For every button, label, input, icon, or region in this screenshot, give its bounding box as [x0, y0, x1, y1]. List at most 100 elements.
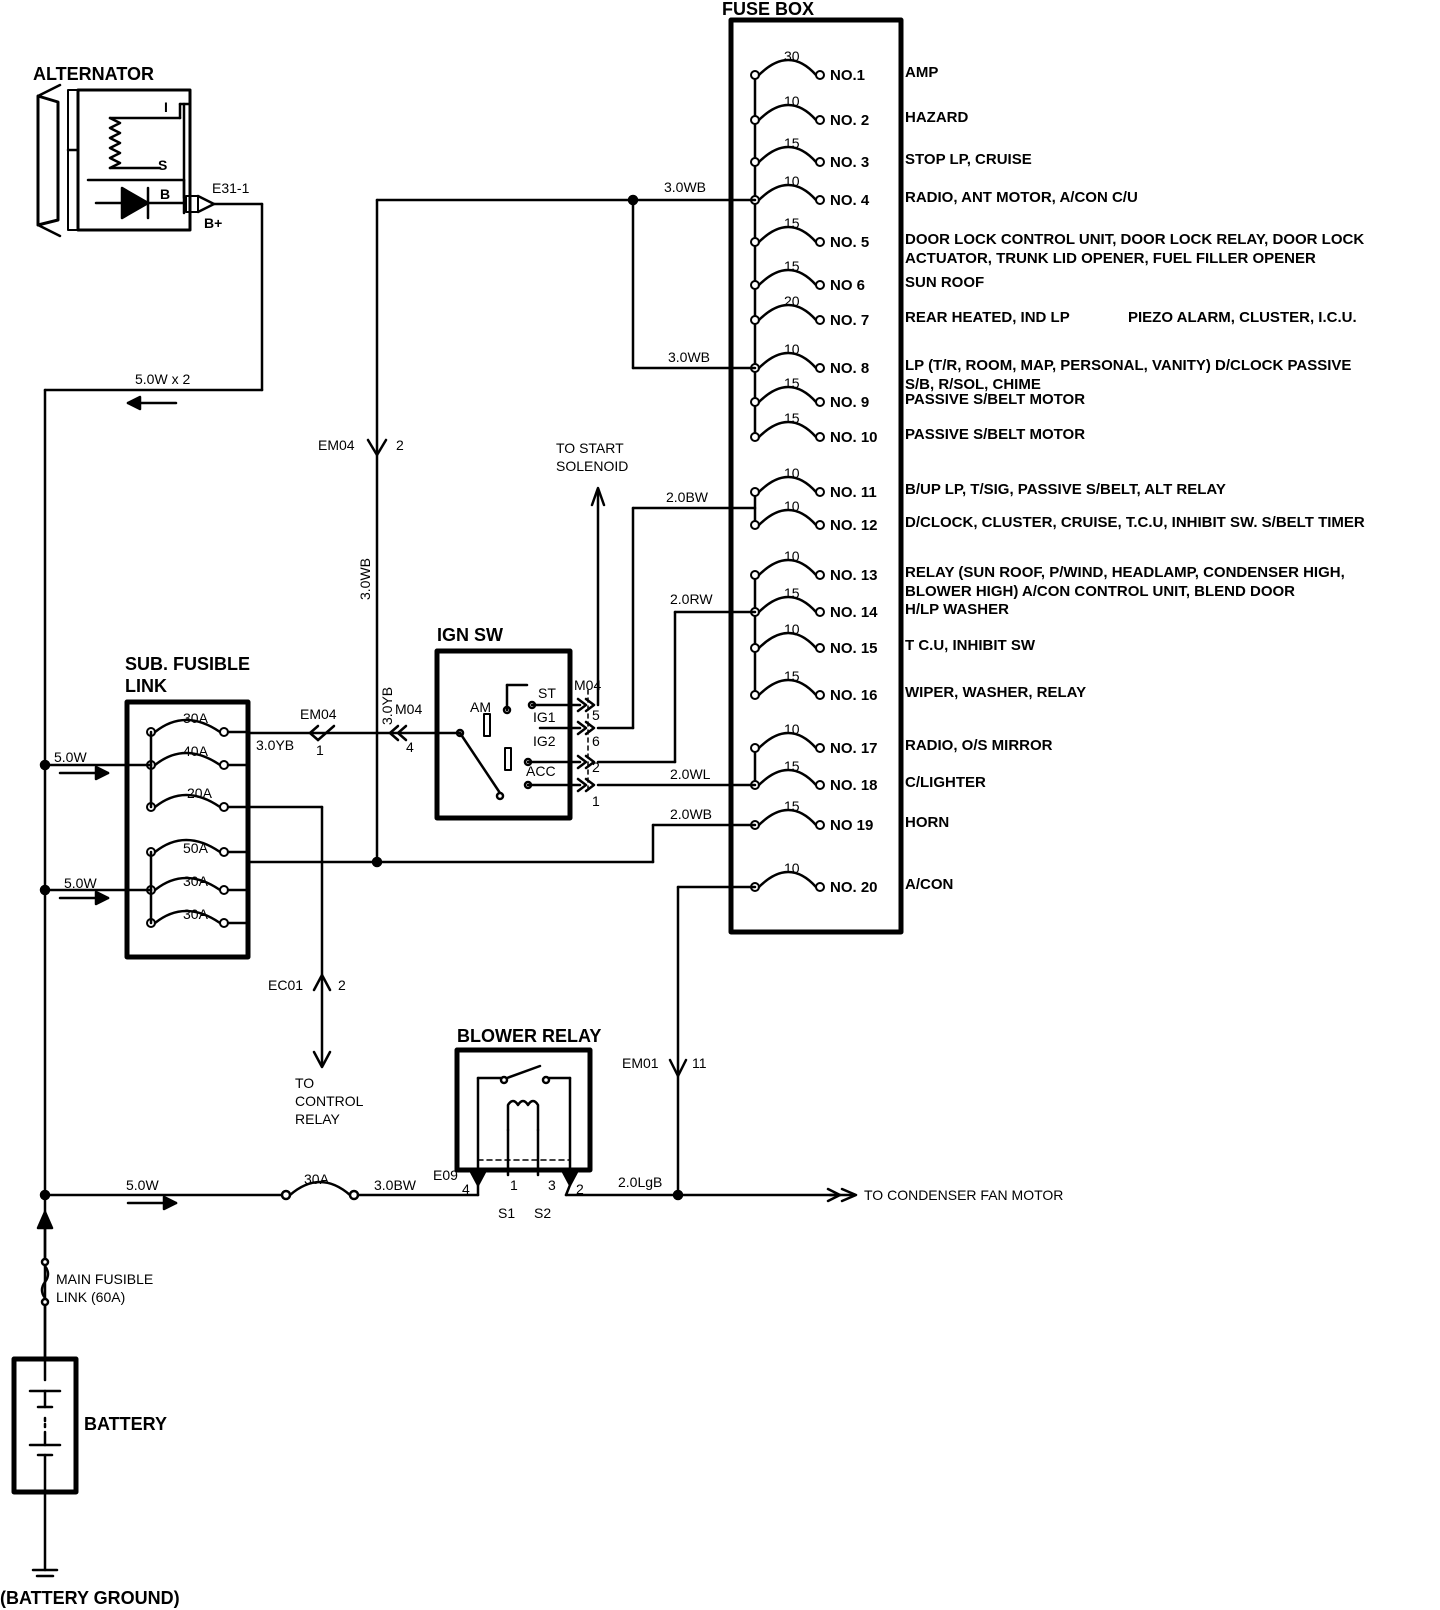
- fuse-terminal-out: [815, 607, 825, 617]
- fuse-terminal-out: [815, 195, 825, 205]
- fuse-terminal-out: [815, 820, 825, 830]
- sub-fusible-link: [124, 699, 251, 960]
- fuse-number: NO. 12: [830, 517, 878, 534]
- fuse-terminal-out: [815, 237, 825, 247]
- blower-relay-pin1: 1: [510, 1177, 518, 1193]
- fuse-rating: 10: [784, 341, 800, 357]
- sfl-fuse-element: [153, 838, 222, 854]
- em04-top-label: EM04: [318, 437, 355, 453]
- blower-relay-s2: S2: [534, 1205, 551, 1221]
- fuse-load: T C.U, INHIBIT SW: [905, 637, 1036, 654]
- fuse-number: NO. 13: [830, 567, 878, 584]
- fuse-number: NO.1: [830, 67, 865, 84]
- fuse-load: REAR HEATED, IND LP: [905, 309, 1070, 326]
- fuse-rating: 10: [784, 860, 800, 876]
- em01-label: EM01: [622, 1055, 659, 1071]
- fuse-rating: 20: [784, 293, 800, 309]
- fuse-rating: 15: [784, 758, 800, 774]
- sfl-fuse-element: [153, 876, 222, 892]
- fuse-number: NO. 15: [830, 640, 878, 657]
- fuse-load-line2: BLOWER HIGH) A/CON CONTROL UNIT, BLEND D…: [905, 583, 1295, 600]
- ign-sw-pin2: 2: [592, 759, 600, 775]
- alternator-bplus: B+: [204, 215, 222, 231]
- fuse-load: PASSIVE S/BELT MOTOR: [905, 426, 1085, 443]
- ign-sw-ig2: IG2: [533, 733, 556, 749]
- wire-label-2-0wl: 2.0WL: [670, 766, 711, 782]
- sfl-fuse-6: 30A: [183, 906, 209, 922]
- alternator: [36, 83, 264, 238]
- fuse-number: NO. 7: [830, 312, 869, 329]
- control-relay-line1: TO: [295, 1075, 314, 1091]
- fuse-terminal-out: [815, 743, 825, 753]
- fuse-number: NO 6: [830, 277, 865, 294]
- fuse-terminal-out: [815, 157, 825, 167]
- fuse-rating: 15: [784, 258, 800, 274]
- fuse-load: D/CLOCK, CLUSTER, CRUISE, T.C.U, INHIBIT…: [905, 514, 1365, 531]
- fuse-terminal-out: [815, 397, 825, 407]
- fuse-element: [757, 678, 818, 697]
- sfl-fuse-element: [153, 751, 222, 767]
- fuse-rating: 10: [784, 498, 800, 514]
- fuse-load: SUN ROOF: [905, 274, 984, 291]
- fuse-load: STOP LP, CRUISE: [905, 151, 1032, 168]
- fuse-rating: 30: [784, 48, 800, 64]
- sfl-fuse-4: 50A: [183, 840, 209, 856]
- em01-pin: 11: [692, 1055, 707, 1071]
- fuse-rating: 15: [784, 410, 800, 426]
- fuse-row: 15 NO 6 SUN ROOF: [784, 258, 984, 294]
- fuse-element: [757, 268, 818, 287]
- blower-relay-title: BLOWER RELAY: [457, 1026, 601, 1046]
- ign-sw-pin1: 1: [592, 793, 600, 809]
- fuse-load: B/UP LP, T/SIG, PASSIVE S/BELT, ALT RELA…: [905, 481, 1226, 498]
- fuse-terminal-out: [815, 115, 825, 125]
- fuse-load: WIPER, WASHER, RELAY: [905, 684, 1086, 701]
- ign-sw-pin6: 6: [592, 733, 600, 749]
- ec01-pin: 2: [338, 977, 346, 993]
- ign-sw-connector: M04: [574, 677, 601, 693]
- wire-label-5-0w-b: 5.0W: [64, 875, 97, 891]
- fuse-load: HORN: [905, 814, 949, 831]
- fuse-load: A/CON: [905, 876, 953, 893]
- ign-sw-title: IGN SW: [437, 625, 503, 645]
- main-fusible-link-line2: LINK (60A): [56, 1289, 125, 1305]
- fuse-rating: 15: [784, 585, 800, 601]
- fuse-number: NO. 4: [830, 192, 870, 209]
- alternator-terminal-i: I: [164, 99, 168, 115]
- wire-label-3-0wb-vertical: 3.0WB: [357, 558, 373, 600]
- em04-mid-pin: 1: [316, 742, 324, 758]
- ign-sw-st: ST: [538, 685, 556, 701]
- fuse-number: NO. 16: [830, 687, 878, 704]
- wire-label-2-0lgb: 2.0LgB: [618, 1174, 662, 1190]
- fuse-terminal-out: [815, 487, 825, 497]
- ign-sw-am: AM: [470, 699, 491, 715]
- fuse-element: [757, 303, 818, 322]
- wire-label-5-0w-x2: 5.0W x 2: [135, 371, 190, 387]
- fuse-rating: 15: [784, 215, 800, 231]
- fuse-load: DOOR LOCK CONTROL UNIT, DOOR LOCK RELAY,…: [905, 231, 1364, 248]
- fuse-terminal-out: [815, 882, 825, 892]
- wire-label-5-0w-a: 5.0W: [54, 749, 87, 765]
- fuse-load: RADIO, ANT MOTOR, A/CON C/U: [905, 189, 1138, 206]
- fuse-element: [757, 103, 818, 122]
- fuse-rating: 15: [784, 135, 800, 151]
- fuse-number: NO. 14: [830, 604, 878, 621]
- blower-relay: [454, 1047, 593, 1187]
- blower-relay-pin3: 3: [548, 1177, 556, 1193]
- ec01-label: EC01: [268, 977, 303, 993]
- fuse-rating: 10: [784, 173, 800, 189]
- fuse-number: NO. 18: [830, 777, 878, 794]
- fuse-rating: 15: [784, 375, 800, 391]
